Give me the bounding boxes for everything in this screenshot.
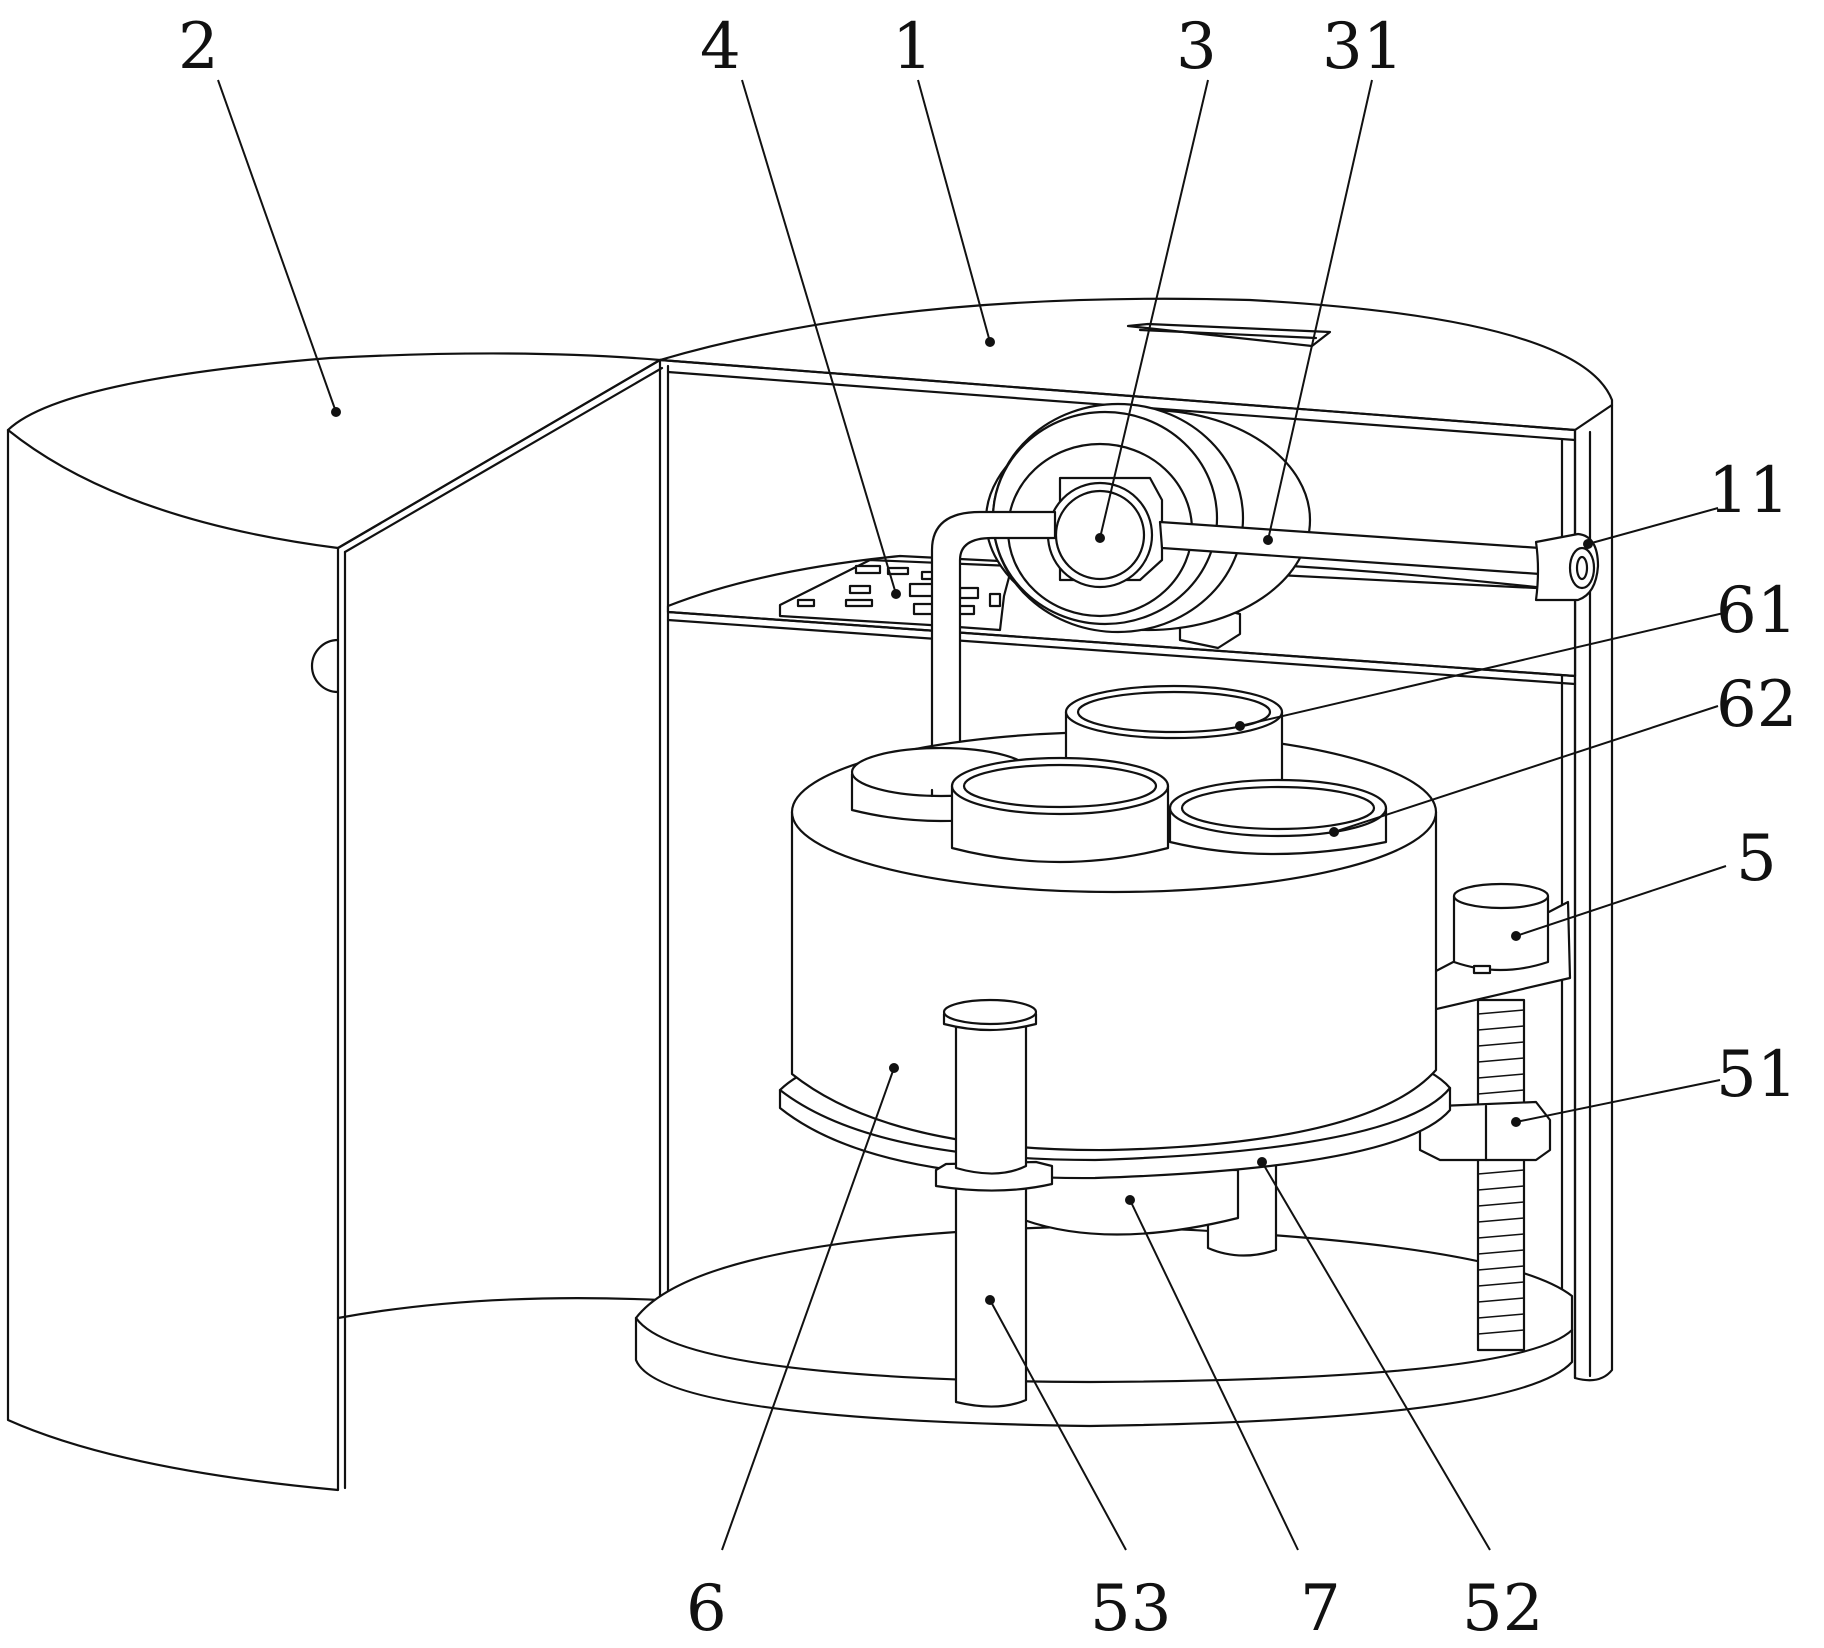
label-62: 62 [1716,668,1797,742]
lead-screw [1476,998,1526,1352]
leaders [217,79,1729,1551]
guide-post-53 [934,998,1054,1408]
pipe-31 [1158,520,1600,602]
label-31: 31 [1322,10,1403,84]
label-1: 1 [892,10,933,84]
container-front [950,756,1170,864]
nut-51 [1418,1100,1552,1162]
door [6,352,664,1492]
label-2: 2 [178,10,219,84]
container-62 [1168,778,1388,856]
label-52: 52 [1462,1572,1543,1646]
label-11: 11 [1708,454,1789,528]
label-7: 7 [1300,1572,1341,1646]
pump [984,402,1312,650]
leader-dots [331,337,1593,1305]
label-4: 4 [700,10,741,84]
label-51: 51 [1716,1038,1797,1112]
label-5: 5 [1736,822,1777,896]
label-61: 61 [1716,574,1797,648]
bottom-plate [634,1224,1574,1428]
reference-labels: 2 4 1 3 31 11 61 62 5 51 6 53 7 52 [178,10,1797,1646]
label-53: 53 [1090,1572,1171,1646]
label-3: 3 [1176,10,1217,84]
label-6: 6 [686,1572,727,1646]
